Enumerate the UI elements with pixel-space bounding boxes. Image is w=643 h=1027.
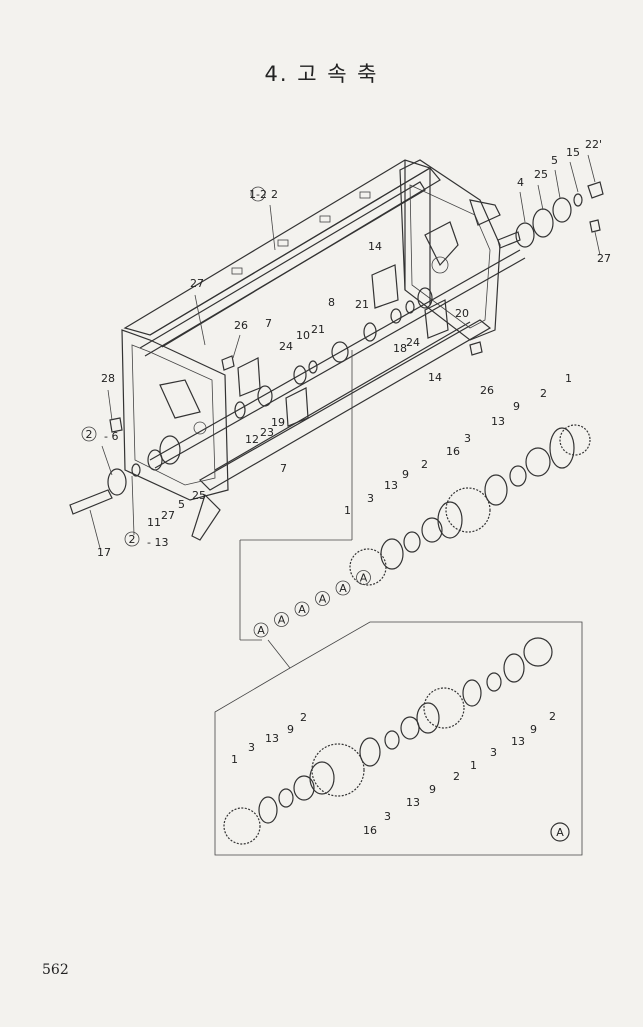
- callout-m-16: 16: [446, 445, 460, 458]
- callout-c-10: 10: [296, 329, 310, 342]
- callout-c-26a: 26: [234, 319, 248, 332]
- callout-m-2a: 2: [540, 387, 547, 400]
- callout-l-1b: 1: [470, 759, 477, 772]
- callout-l-13b: 13: [406, 796, 420, 809]
- callout-l-2a: 2: [300, 711, 307, 724]
- callout-l-9a: 9: [287, 723, 294, 736]
- a-chain-label: A: [298, 603, 306, 616]
- callout-c-7b: 7: [280, 462, 287, 475]
- callout-c-1-2: 1-2: [249, 188, 267, 201]
- callout-circle: [81, 426, 97, 442]
- callout-l-13a: 13: [265, 732, 279, 745]
- callout-c-26b: 26: [480, 384, 494, 397]
- callout-circle: [250, 186, 266, 202]
- callout-c-27b: 27: [597, 252, 611, 265]
- callout-m-13b: 13: [384, 479, 398, 492]
- callout-c-21a: 21: [311, 323, 325, 336]
- callout-c-2-13: 2: [129, 533, 136, 546]
- callout-c-2-6: 2: [86, 428, 93, 441]
- a-chain-label: A: [257, 624, 265, 637]
- a-chain-label: A: [360, 572, 368, 585]
- callout-c-5a: 5: [551, 154, 558, 167]
- callout-l-16: 16: [363, 824, 377, 837]
- callout-m-1b: 1: [344, 504, 351, 517]
- callout-c-27c: 27: [161, 509, 175, 522]
- callout-m-9a: 9: [513, 400, 520, 413]
- a-chain-label: A: [339, 582, 347, 595]
- callout-c-14a: 14: [368, 240, 382, 253]
- detail-a-box: A: [214, 621, 583, 856]
- callout-l-2c: 2: [549, 710, 556, 723]
- callout-m-13a: 13: [491, 415, 505, 428]
- callout-c-7a: 7: [265, 317, 272, 330]
- a-chain-circle: [274, 612, 289, 627]
- frame-assembly: [69, 159, 604, 541]
- callout-m-2b: 2: [421, 458, 428, 471]
- callout-c-20: 20: [455, 307, 469, 320]
- a-chain-circle: [335, 580, 351, 596]
- a-chain-circle: [294, 601, 310, 617]
- callout-c-13a: - 13: [147, 536, 168, 549]
- callout-l-2b: 2: [453, 770, 460, 783]
- callout-l-1a: 1: [231, 753, 238, 766]
- callout-c-15: 15: [566, 146, 580, 159]
- callout-l-13c: 13: [511, 735, 525, 748]
- callout-c-6: - 6: [104, 430, 118, 443]
- a-chain-circle: [253, 622, 269, 638]
- callout-l-9c: 9: [530, 723, 537, 736]
- callout-m-9b: 9: [402, 468, 409, 481]
- callout-c-11: 11: [147, 516, 161, 529]
- callout-c-2: 2: [271, 188, 278, 201]
- a-chain-label: A: [278, 614, 286, 627]
- callout-l-3a: 3: [248, 741, 255, 754]
- page-number: 562: [42, 962, 69, 978]
- callout-c-23: 23: [260, 426, 274, 439]
- callout-l-9b: 9: [429, 783, 436, 796]
- a-chain-label: A: [319, 593, 327, 606]
- callout-c-19: 19: [271, 416, 285, 429]
- callout-m-1a: 1: [565, 372, 572, 385]
- callout-c-27a: 27: [190, 277, 204, 290]
- callout-c-24a: 24: [279, 340, 293, 353]
- callout-c-17: 17: [97, 546, 111, 559]
- middle-exploded-row: [239, 350, 591, 641]
- callout-c-12: 12: [245, 433, 259, 446]
- callout-c-14b: 14: [428, 371, 442, 384]
- callout-c-25a: 25: [534, 168, 548, 181]
- callout-l-3c: 3: [490, 746, 497, 759]
- callout-c-4: 4: [517, 176, 524, 189]
- page-title: 4. 고 속 축: [264, 62, 379, 86]
- callout-c-8: 8: [328, 296, 335, 309]
- callout-c-5b: 5: [178, 498, 185, 511]
- callout-c-28: 28: [101, 372, 115, 385]
- callout-l-3b: 3: [384, 810, 391, 823]
- a-chain-circle: [315, 591, 330, 606]
- callout-c-18: 18: [393, 342, 407, 355]
- callout-c-24b: 24: [406, 336, 420, 349]
- callout-c-25b: 25: [192, 489, 206, 502]
- detail-a-marker: A: [556, 826, 564, 839]
- callout-c-22: 22': [585, 138, 602, 151]
- leader-lines-upper: [89, 154, 601, 549]
- callout-c-21b: 21: [355, 298, 369, 311]
- callout-m-3a: 3: [464, 432, 471, 445]
- callout-m-3b: 3: [367, 492, 374, 505]
- callout-circle: [124, 531, 140, 547]
- a-chain-circle: [356, 570, 371, 585]
